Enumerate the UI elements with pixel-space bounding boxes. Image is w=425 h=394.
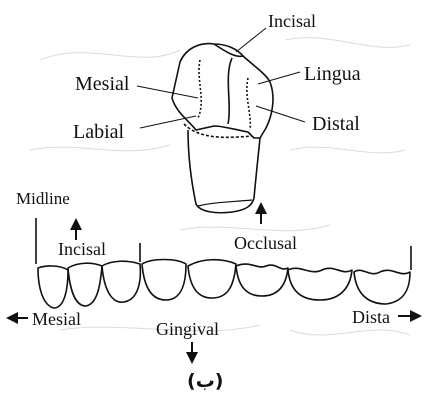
- tooth-drawing: [172, 44, 273, 213]
- arch-tooth-4: [142, 260, 186, 301]
- root-apex-ridge: [198, 200, 252, 206]
- arch-tooth-1: [38, 266, 68, 308]
- direction-arrows: [6, 202, 422, 364]
- label-incisal-arch: Incisal: [58, 240, 106, 258]
- arch-tooth-8: [354, 270, 410, 304]
- label-mesial-arch: Mesial: [32, 310, 81, 328]
- arch-tooth-2: [68, 263, 102, 306]
- label-incisal-top: Incisal: [268, 12, 316, 30]
- center-ridge: [228, 58, 232, 124]
- arch-tooth-7: [288, 268, 352, 300]
- mesial-ridge: [198, 60, 201, 118]
- label-midline: Midline: [16, 190, 70, 207]
- arch-tooth-5: [188, 260, 236, 298]
- arch-tooth-6: [236, 264, 288, 296]
- label-occlusal: Occlusal: [234, 234, 297, 252]
- label-lingual: Lingua: [304, 64, 361, 84]
- label-distal-top: Distal: [312, 114, 360, 134]
- dental-arch-row: [36, 218, 411, 308]
- label-gingival: Gingival: [156, 320, 219, 338]
- figure-caption: (ب): [187, 372, 223, 391]
- tooth-crown: [172, 44, 273, 138]
- label-distal-arch: Dista: [352, 308, 390, 326]
- leader-lines: [137, 28, 305, 128]
- label-labial: Labial: [73, 122, 124, 142]
- arch-tooth-3: [102, 261, 140, 302]
- label-mesial-top: Mesial: [75, 74, 129, 94]
- distal-ridge: [247, 78, 250, 130]
